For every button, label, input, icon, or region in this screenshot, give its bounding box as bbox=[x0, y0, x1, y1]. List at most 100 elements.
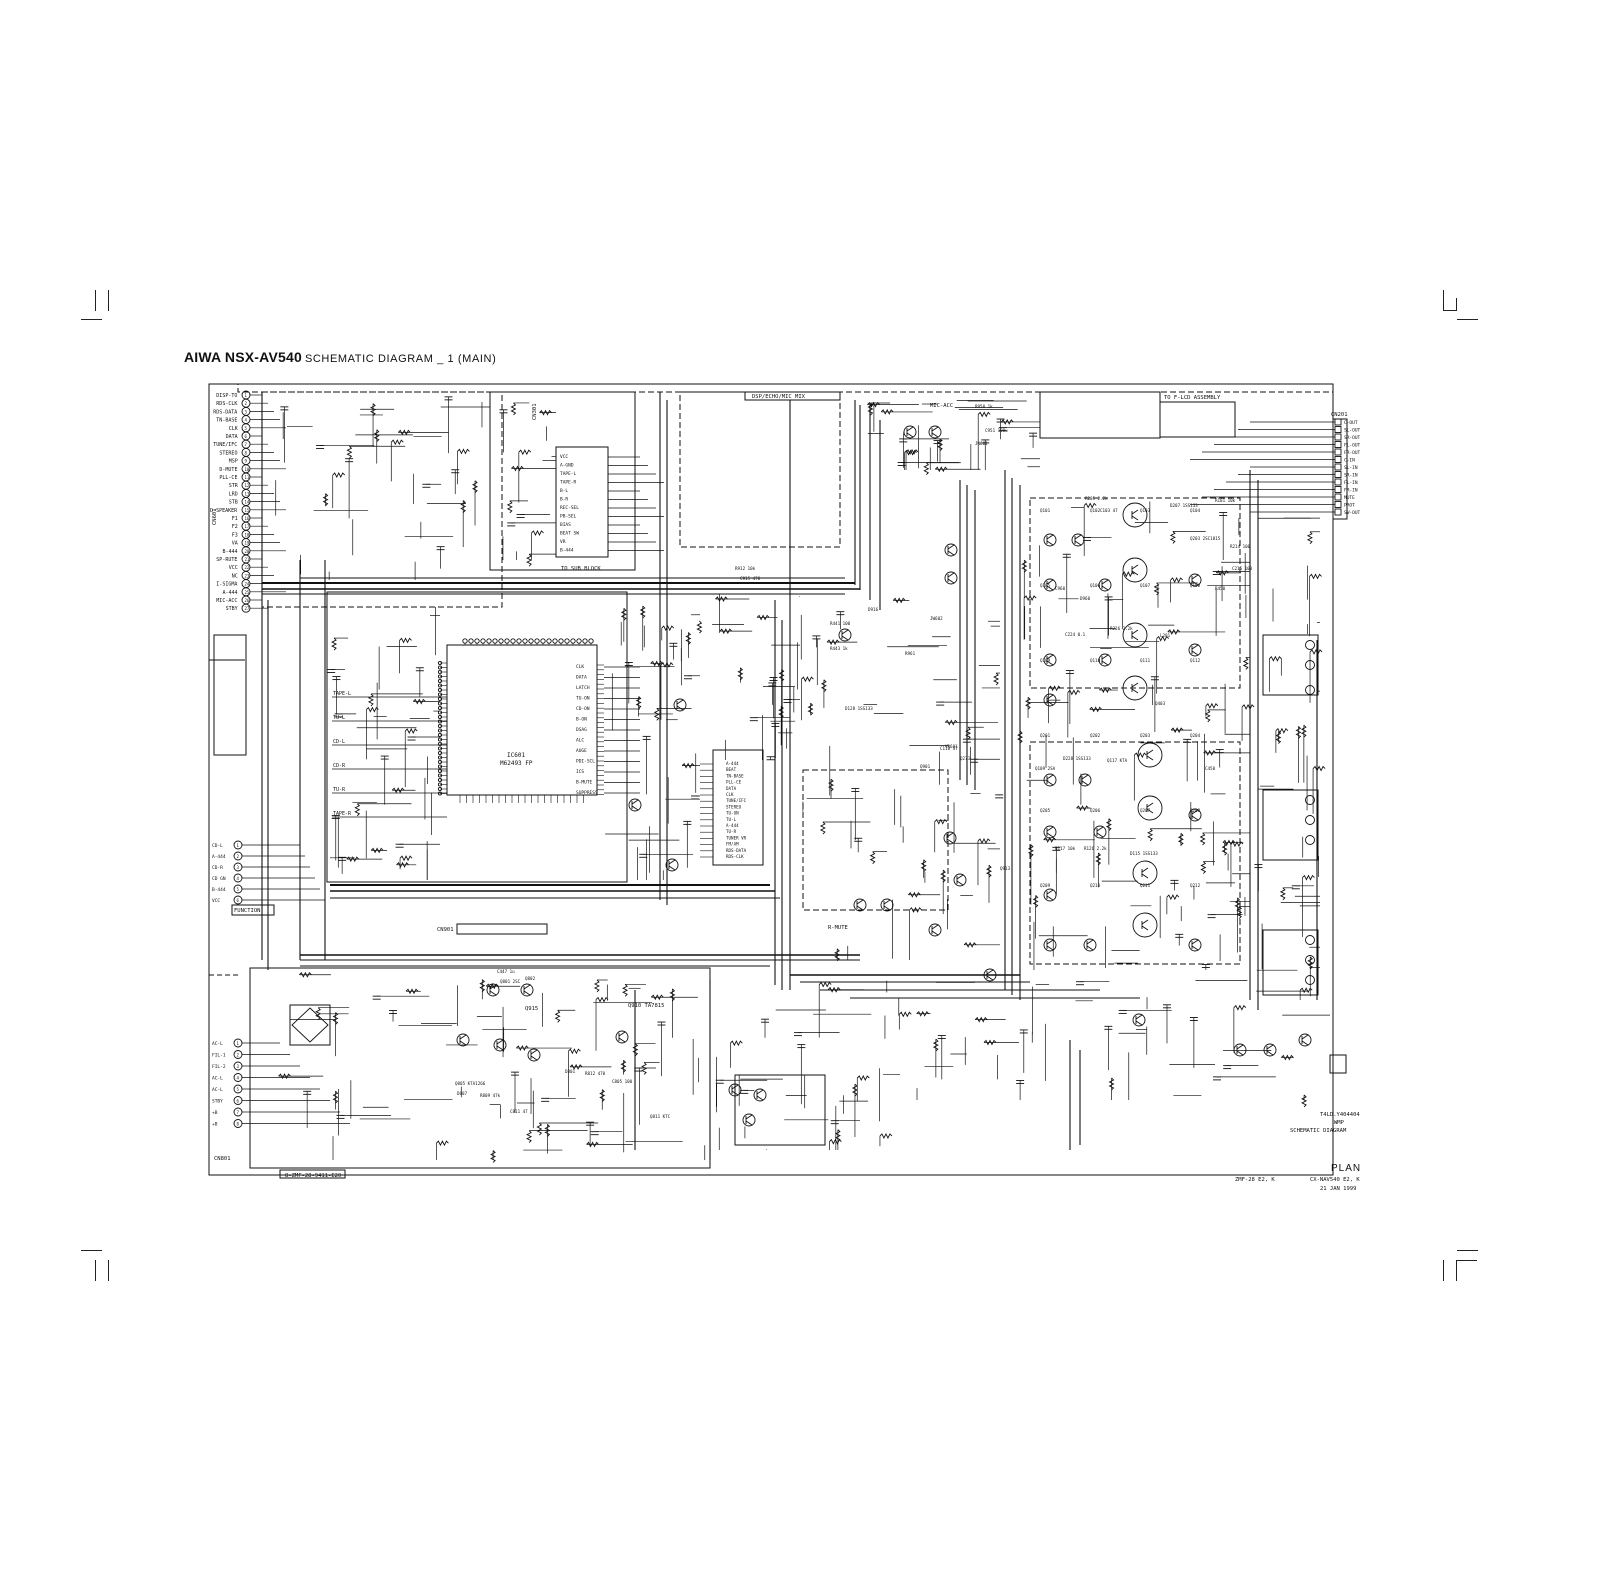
board-code: 8-ZMF-28-9411-E20 bbox=[285, 1173, 341, 1179]
resistor-symbol bbox=[977, 411, 991, 418]
transistor-collector bbox=[1101, 579, 1109, 585]
connector-pin-label: FIL-1 bbox=[212, 1053, 226, 1059]
ic-output-label: LATCH bbox=[576, 685, 590, 691]
ic-pin bbox=[437, 696, 443, 702]
transistor-collector bbox=[1074, 534, 1082, 540]
component-label: C915 470 bbox=[740, 576, 761, 581]
pin-number: 3 bbox=[245, 409, 248, 414]
pin-number: 9 bbox=[245, 459, 248, 464]
connector-pin-label: SW-OUT bbox=[1344, 510, 1361, 516]
bus-label: BEAT SW bbox=[560, 531, 579, 537]
ic-pin bbox=[437, 714, 443, 720]
connector-pin-label: RDS-DATA bbox=[213, 409, 237, 415]
front-bus-box-2 bbox=[1159, 401, 1236, 438]
pin-number: 4 bbox=[237, 876, 240, 881]
resistor-symbol bbox=[898, 1011, 912, 1018]
component-label: R443 1k bbox=[830, 646, 848, 651]
connector-pin-label: LRD bbox=[229, 491, 238, 497]
pin-number: 2 bbox=[245, 401, 248, 406]
connector-pin bbox=[233, 884, 243, 894]
transistor-collector bbox=[745, 1114, 753, 1120]
cn901-pins-box bbox=[456, 923, 548, 935]
pin-number: 16 bbox=[245, 516, 250, 521]
bus-label: B-R bbox=[560, 497, 568, 503]
transistor-collector bbox=[1046, 534, 1054, 540]
transistor-label: Q212 bbox=[1190, 883, 1201, 888]
transistor-emitter bbox=[1146, 755, 1154, 761]
transistor-collector bbox=[1301, 1034, 1309, 1040]
resistor-symbol bbox=[1169, 531, 1176, 544]
terminal-symbol bbox=[1305, 795, 1315, 805]
resistor-symbol bbox=[1048, 685, 1061, 692]
transistor-emitter bbox=[1131, 688, 1139, 694]
pin-number: 19 bbox=[245, 541, 250, 546]
bus-top-box bbox=[489, 391, 636, 571]
connector-pin bbox=[1334, 478, 1342, 486]
component-label: R961 bbox=[905, 651, 916, 656]
ic-pin bbox=[582, 638, 588, 644]
transistor-emitter bbox=[1046, 832, 1054, 838]
bus-top-label-box bbox=[555, 446, 609, 558]
transistor-collector bbox=[931, 426, 939, 432]
resistor-symbol bbox=[819, 821, 826, 835]
resistor-symbol bbox=[479, 979, 486, 992]
connector-pin-label: SL-OUT bbox=[1344, 428, 1361, 434]
resistor-symbol bbox=[1295, 726, 1302, 739]
transistor-collector bbox=[1141, 867, 1149, 873]
connector-pin-label: F2 bbox=[232, 524, 238, 530]
power-amp-upper bbox=[1029, 497, 1241, 689]
transistor-symbol bbox=[520, 983, 534, 997]
resistor-symbol bbox=[1307, 956, 1314, 970]
stamp-kind: SCHEMATIC DIAGRAM bbox=[1290, 1128, 1347, 1134]
component-label: Q801 2SC bbox=[500, 979, 521, 984]
resistor-symbol bbox=[595, 996, 609, 1003]
transistor-symbol bbox=[1043, 888, 1057, 902]
ic-pin bbox=[474, 638, 480, 644]
to-sub-block-label: TO SUB BLOCK bbox=[561, 566, 601, 572]
bus-label: PB-SEL bbox=[560, 514, 577, 520]
ic-input-label: TU-L bbox=[333, 715, 345, 721]
resistor-symbol bbox=[1076, 805, 1089, 812]
transistor-emitter bbox=[1236, 1050, 1244, 1056]
transistor-collector bbox=[1236, 1044, 1244, 1050]
transistor-label: Q110 bbox=[1090, 658, 1101, 663]
transistor-symbol bbox=[486, 983, 500, 997]
connector-pin-label: STBY bbox=[226, 606, 238, 612]
transistor-symbol bbox=[615, 1030, 629, 1044]
transistor-collector bbox=[731, 1084, 739, 1090]
connector-pin-label: D-MUTE bbox=[219, 467, 237, 473]
resistor-symbol bbox=[1299, 987, 1313, 994]
connector-pin bbox=[241, 603, 251, 613]
pin-number: 5 bbox=[245, 426, 248, 431]
transistor-symbol bbox=[853, 898, 867, 912]
resistor-symbol bbox=[526, 1130, 533, 1143]
transistor-collector bbox=[947, 572, 955, 578]
component-label: C224 0.1 bbox=[1065, 632, 1086, 637]
transistor-collector bbox=[1046, 579, 1054, 585]
connector-pin bbox=[233, 840, 243, 850]
resistor-symbol bbox=[1067, 689, 1081, 696]
ic-pin bbox=[437, 764, 443, 769]
resistor-symbol bbox=[370, 847, 384, 854]
transistor-symbol bbox=[1093, 825, 1107, 839]
crop-mark bbox=[1443, 310, 1456, 311]
cn801-label: CN801 bbox=[214, 1156, 231, 1162]
resistor-symbol bbox=[867, 402, 874, 416]
cn901-label: CN901 bbox=[437, 927, 454, 933]
stamp-date: 21 JAN 1999 bbox=[1320, 1186, 1357, 1192]
transistor-symbol bbox=[1083, 938, 1097, 952]
connector-pin-label: C-OUT bbox=[1344, 420, 1358, 426]
ic-output-label: AUGE bbox=[576, 748, 587, 754]
transistor-symbol bbox=[1188, 938, 1202, 952]
transistor-symbol bbox=[838, 628, 852, 642]
terminal-symbol bbox=[1305, 975, 1315, 985]
resistor-symbol bbox=[778, 705, 785, 719]
transistor-label: Q206 bbox=[1090, 808, 1101, 813]
transistor-symbol bbox=[1098, 578, 1112, 592]
connector-pin bbox=[233, 1084, 243, 1094]
resistor-symbol bbox=[820, 679, 827, 693]
transistor-symbol bbox=[665, 858, 679, 872]
transistor-label: Q103 bbox=[1140, 508, 1151, 513]
resistor-symbol bbox=[404, 728, 418, 735]
bus-label: BIAS bbox=[560, 522, 571, 528]
